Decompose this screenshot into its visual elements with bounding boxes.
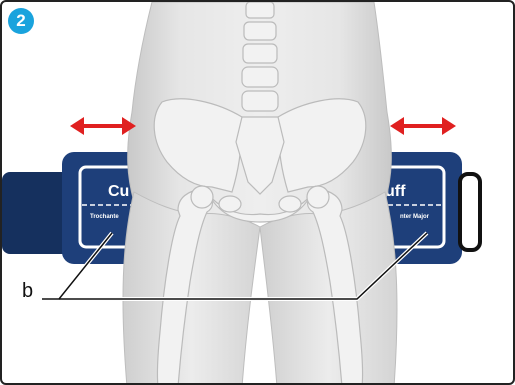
step-number-badge: 2 (8, 8, 34, 34)
double-arrow-right-icon (390, 117, 456, 135)
cuff-left-title: Cu (108, 183, 129, 200)
cuff-right-buckle (460, 174, 480, 250)
right-obturator (279, 196, 301, 212)
callout-label: b (22, 280, 33, 303)
left-femoral-head (191, 186, 213, 208)
right-femoral-head (307, 186, 329, 208)
cuff-right-subtitle: nter Major (400, 214, 430, 220)
double-arrow-left-icon (70, 117, 136, 135)
cuff-left-subtitle: Trochante (90, 214, 119, 220)
left-obturator (219, 196, 241, 212)
cuff-left-strap (2, 172, 72, 254)
